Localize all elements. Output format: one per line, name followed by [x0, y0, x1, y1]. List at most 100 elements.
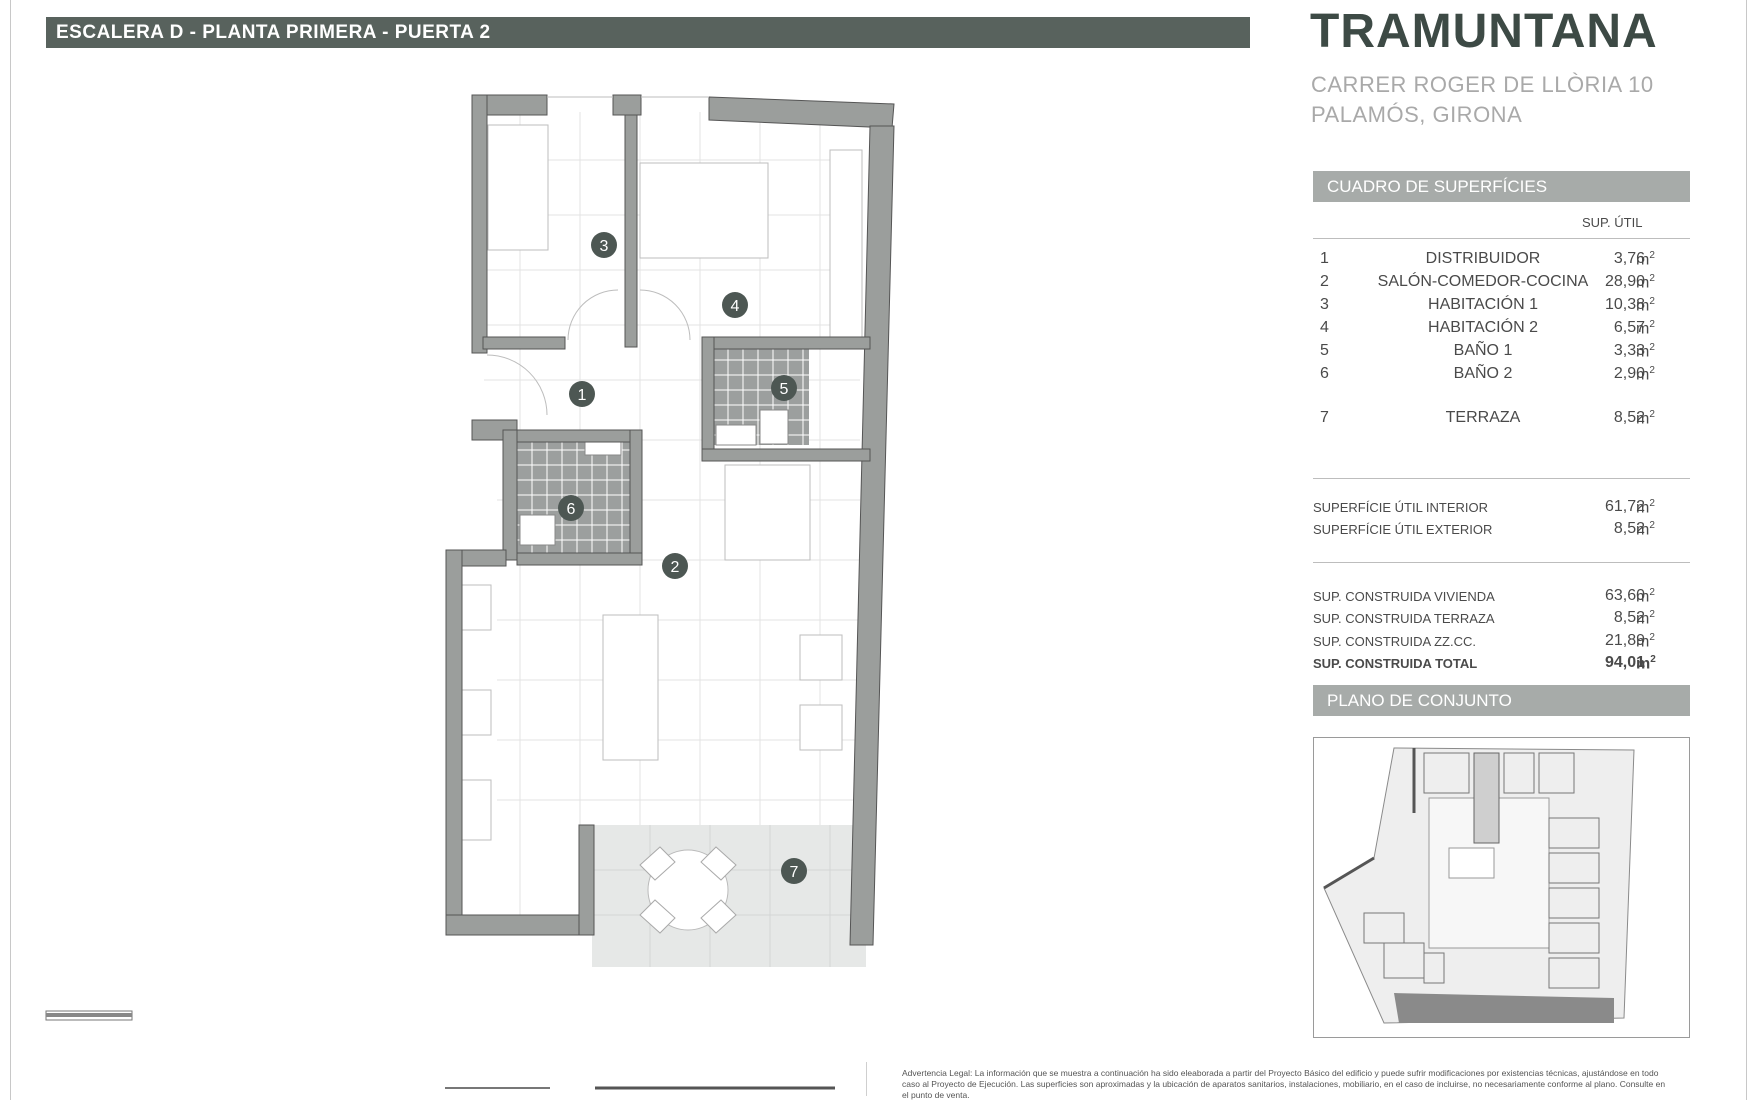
total-row: SUP. CONSTRUIDA TOTAL 94,01 m2 — [1313, 654, 1690, 676]
cooktop — [456, 689, 492, 736]
svg-text:3: 3 — [600, 238, 609, 255]
total-value: 63,60 — [1604, 587, 1645, 604]
address-line-2: PALAMÓS, GIRONA — [1311, 102, 1523, 127]
total-value: 21,89 — [1604, 632, 1645, 649]
legal-divider — [866, 1062, 867, 1096]
room-row: 3 HABITACIÓN 1 10,38 m2 — [1313, 296, 1690, 318]
room-number: 1 — [1320, 250, 1329, 267]
room-value: 3,76 — [1613, 250, 1645, 267]
total-label: SUPERFÍCIE ÚTIL INTERIOR — [1313, 500, 1489, 515]
site-plan-section-title: PLANO DE CONJUNTO — [1313, 685, 1690, 716]
sink — [456, 779, 492, 841]
room-row: 4 HABITACIÓN 2 6,57 m2 — [1313, 319, 1690, 341]
room-name: HABITACIÓN 2 — [1428, 319, 1538, 336]
unit-label: m2 — [1636, 296, 1655, 315]
total-row: SUP. CONSTRUIDA TERRAZA 8,52 m2 — [1313, 609, 1690, 631]
site-plan-drawing — [1314, 738, 1689, 1037]
svg-text:4: 4 — [731, 298, 740, 315]
walls — [445, 94, 895, 946]
total-label: SUP. CONSTRUIDA VIVIENDA — [1313, 589, 1495, 604]
page-frame-left — [10, 0, 11, 1100]
unit-label: m2 — [1636, 609, 1655, 628]
svg-text:5: 5 — [780, 381, 789, 398]
room-row: 5 BAÑO 1 3,33 m2 — [1313, 342, 1690, 364]
address-line-1: CARRER ROGER DE LLÒRIA 10 — [1311, 72, 1654, 97]
armchair — [799, 704, 843, 751]
room-name: DISTRIBUIDOR — [1425, 250, 1541, 267]
scale-bar — [45, 1010, 133, 1021]
room-name: BAÑO 1 — [1453, 342, 1513, 359]
bathroom-2-tiles — [517, 435, 630, 553]
room-number: 6 — [1320, 365, 1329, 382]
unit-label: m2 — [1636, 342, 1655, 361]
page-frame-right — [1746, 0, 1747, 1100]
unit-label: m2 — [1636, 520, 1655, 539]
wardrobe — [829, 149, 863, 341]
unit-label: m2 — [1636, 319, 1655, 338]
legal-disclaimer: Advertencia Legal: La información que se… — [902, 1068, 1666, 1100]
room-name: SALÓN-COMEDOR-COCINA — [1377, 273, 1589, 290]
unit-label: m2 — [1636, 409, 1655, 428]
unit-label: m2 — [1636, 365, 1655, 384]
bathroom-1-tiles — [713, 345, 809, 446]
total-label: SUP. CONSTRUIDA TOTAL — [1313, 656, 1478, 671]
room-value: 2,90 — [1613, 365, 1645, 382]
room-row: 6 BAÑO 2 2,90 m2 — [1313, 365, 1690, 387]
svg-text:6: 6 — [567, 501, 576, 518]
svg-text:7: 7 — [790, 864, 799, 881]
bed-2 — [639, 162, 769, 259]
unit-label: m2 — [1636, 273, 1655, 292]
room-badge-1: 1 — [569, 381, 595, 407]
dining-table — [724, 464, 811, 561]
furniture — [456, 124, 863, 841]
total-label: SUP. CONSTRUIDA ZZ.CC. — [1313, 634, 1477, 649]
room-number: 7 — [1320, 409, 1329, 426]
room-number: 2 — [1320, 273, 1329, 290]
room-name: HABITACIÓN 1 — [1428, 296, 1538, 313]
unit-label: m2 — [1636, 632, 1655, 651]
bed-1 — [487, 124, 549, 251]
svg-text:2: 2 — [671, 559, 680, 576]
room-row: 1 DISTRIBUIDOR 3,76 m2 — [1313, 250, 1690, 272]
room-value: 28,90 — [1604, 273, 1645, 290]
site-plan-image — [1313, 737, 1690, 1038]
divider — [1313, 238, 1690, 239]
unit-label: m2 — [1636, 654, 1656, 673]
unit-label: m2 — [1636, 587, 1655, 606]
total-label: SUPERFÍCIE ÚTIL EXTERIOR — [1313, 522, 1493, 537]
floor-area — [465, 112, 862, 935]
total-value: 8,52 — [1613, 609, 1645, 626]
room-number: 3 — [1320, 296, 1329, 313]
total-value: 94,01 — [1604, 654, 1645, 671]
total-value: 8,52 — [1613, 520, 1645, 537]
divider — [1313, 478, 1690, 479]
room-number: 5 — [1320, 342, 1329, 359]
room-name: BAÑO 2 — [1453, 365, 1513, 382]
doors — [486, 96, 709, 416]
surfaces-section-title: CUADRO DE SUPERFÍCIES — [1313, 171, 1690, 202]
total-value: 61,72 — [1604, 498, 1645, 515]
room-value: 8,52 — [1613, 409, 1645, 426]
brand-name: TRAMUNTANA — [1310, 5, 1658, 58]
room-value: 3,33 — [1613, 342, 1645, 359]
total-row: SUPERFÍCIE ÚTIL INTERIOR 61,72 m2 — [1313, 498, 1690, 520]
room-row: 7 TERRAZA 8,52 m2 — [1313, 409, 1690, 431]
total-row: SUP. CONSTRUIDA VIVIENDA 63,60 m2 — [1313, 587, 1690, 609]
armchair — [799, 634, 843, 681]
terrace — [592, 825, 866, 967]
room-row: 2 SALÓN-COMEDOR-COCINA 28,90 m2 — [1313, 273, 1690, 295]
page-title: ESCALERA D - PLANTA PRIMERA - PUERTA 2 — [46, 17, 1250, 48]
room-badge-4: 4 — [722, 292, 748, 318]
total-label: SUP. CONSTRUIDA TERRAZA — [1313, 611, 1495, 626]
room-badge-2: 2 — [662, 553, 688, 579]
total-row: SUPERFÍCIE ÚTIL EXTERIOR 8,52 m2 — [1313, 520, 1690, 542]
divider — [1313, 562, 1690, 563]
room-name: TERRAZA — [1445, 409, 1521, 426]
room-badge-5: 5 — [771, 375, 797, 401]
sofa — [602, 614, 659, 761]
total-row: SUP. CONSTRUIDA ZZ.CC. 21,89 m2 — [1313, 632, 1690, 654]
room-badge-6: 6 — [558, 495, 584, 521]
room-value: 6,57 — [1613, 319, 1645, 336]
column-header-util: SUP. ÚTIL — [1582, 215, 1643, 230]
